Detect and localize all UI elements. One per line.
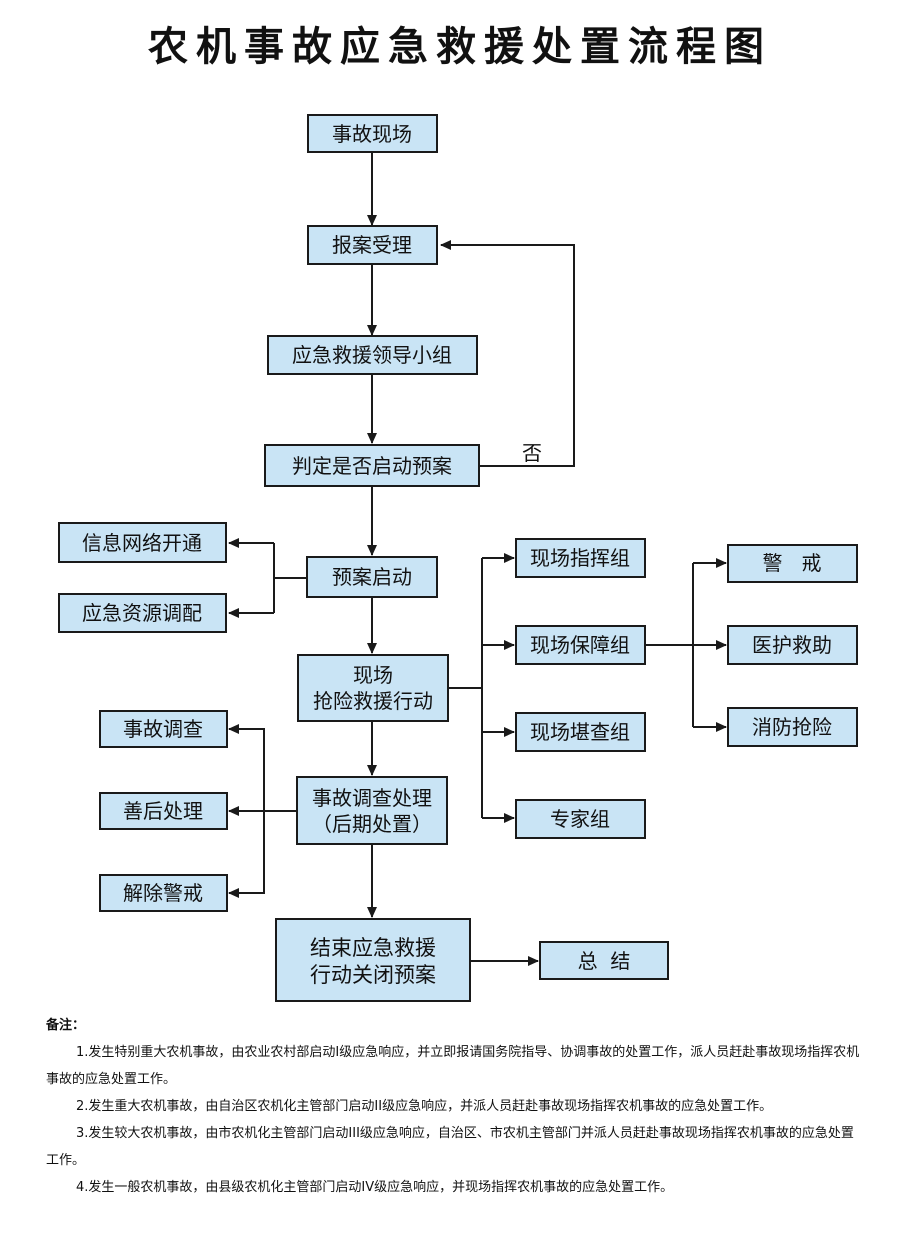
note-item: 2.发生重大农机事故，由自治区农机化主管部门启动II级应急响应，并派人员赶赴事故… bbox=[46, 1093, 866, 1120]
edge-process-investigate bbox=[228, 724, 265, 811]
node-support-label: 现场保障组 bbox=[530, 633, 630, 657]
node-alert[interactable]: 警 戒 bbox=[727, 544, 858, 583]
note-text: 1.发生特别重大农机事故，由农业农村部启动I级应急响应，并立即报请国务院指导、协… bbox=[46, 1045, 860, 1087]
node-aftermath-label: 善后处理 bbox=[123, 799, 203, 823]
node-summary-label: 总 结 bbox=[578, 949, 631, 973]
node-rescue-label-2: 抢险救援行动 bbox=[313, 689, 433, 713]
node-decide-label: 判定是否启动预案 bbox=[292, 454, 452, 478]
node-fire[interactable]: 消防抢险 bbox=[727, 707, 858, 747]
boxes: 事故现场 报案受理 应急救援领导小组 判定是否启动预案 预案启动 信息网络开通 … bbox=[58, 114, 858, 1002]
node-support[interactable]: 现场保障组 bbox=[515, 625, 646, 665]
node-fire-label: 消防抢险 bbox=[752, 715, 832, 739]
node-alert-label: 警 戒 bbox=[762, 551, 821, 575]
note-text: 3.发生较大农机事故，由市农机化主管部门启动III级应急响应，自治区、市农机主管… bbox=[46, 1126, 854, 1168]
node-network[interactable]: 信息网络开通 bbox=[58, 522, 227, 563]
page-title: 农机事故应急救援处置流程图 bbox=[148, 23, 772, 70]
note-item: 3.发生较大农机事故，由市农机化主管部门启动III级应急响应，自治区、市农机主管… bbox=[46, 1120, 866, 1174]
node-process-label-1: 事故调查处理 bbox=[312, 786, 432, 810]
node-expert-label: 专家组 bbox=[550, 807, 610, 831]
node-process-label-2: （后期处置） bbox=[312, 812, 432, 836]
edge-process-lift bbox=[228, 811, 265, 898]
node-investigate-label: 事故调查 bbox=[123, 717, 203, 741]
node-resource-label: 应急资源调配 bbox=[82, 601, 202, 625]
edge-decide-report-no bbox=[440, 240, 575, 467]
node-close-label-1: 结束应急救援 bbox=[310, 936, 436, 960]
node-report[interactable]: 报案受理 bbox=[307, 225, 438, 265]
connectors bbox=[228, 152, 727, 966]
node-leader-label: 应急救援领导小组 bbox=[292, 343, 452, 367]
node-command-label: 现场指挥组 bbox=[530, 546, 630, 570]
node-summary[interactable]: 总 结 bbox=[539, 941, 669, 980]
edge-label-no: 否 bbox=[522, 441, 542, 465]
node-resource[interactable]: 应急资源调配 bbox=[58, 593, 227, 633]
node-start-label: 预案启动 bbox=[332, 565, 412, 589]
node-lift-label: 解除警戒 bbox=[123, 881, 203, 905]
node-investigate[interactable]: 事故调查 bbox=[99, 710, 228, 748]
node-process[interactable]: 事故调查处理 （后期处置） bbox=[296, 776, 448, 845]
node-close[interactable]: 结束应急救援 行动关闭预案 bbox=[275, 918, 471, 1002]
note-text: 2.发生重大农机事故，由自治区农机化主管部门启动II级应急响应，并派人员赶赴事故… bbox=[76, 1099, 773, 1114]
note-item: 1.发生特别重大农机事故，由农业农村部启动I级应急响应，并立即报请国务院指导、协… bbox=[46, 1039, 866, 1093]
node-aftermath[interactable]: 善后处理 bbox=[99, 792, 228, 830]
node-network-label: 信息网络开通 bbox=[82, 531, 202, 555]
node-rescue[interactable]: 现场 抢险救援行动 bbox=[297, 654, 449, 722]
node-decide[interactable]: 判定是否启动预案 bbox=[264, 444, 480, 487]
node-medical-label: 医护救助 bbox=[752, 633, 832, 657]
node-command[interactable]: 现场指挥组 bbox=[515, 538, 646, 578]
node-start[interactable]: 预案启动 bbox=[306, 556, 438, 598]
node-scene[interactable]: 事故现场 bbox=[307, 114, 438, 153]
node-survey-label: 现场堪查组 bbox=[530, 720, 630, 744]
note-text: 4.发生一般农机事故，由县级农机化主管部门启动IV级应急响应，并现场指挥农机事故… bbox=[76, 1180, 674, 1195]
node-survey[interactable]: 现场堪查组 bbox=[515, 712, 646, 752]
node-rescue-label-1: 现场 bbox=[353, 663, 393, 687]
note-item: 4.发生一般农机事故，由县级农机化主管部门启动IV级应急响应，并现场指挥农机事故… bbox=[46, 1174, 866, 1201]
node-report-label: 报案受理 bbox=[332, 233, 412, 257]
node-leader[interactable]: 应急救援领导小组 bbox=[267, 335, 478, 375]
node-expert[interactable]: 专家组 bbox=[515, 799, 646, 839]
notes-label: 备注： bbox=[46, 1018, 86, 1033]
node-scene-label: 事故现场 bbox=[332, 122, 412, 146]
node-close-label-2: 行动关闭预案 bbox=[310, 963, 436, 987]
node-lift[interactable]: 解除警戒 bbox=[99, 874, 228, 912]
flowchart: 否 事故现场 报案受理 应急救援领导小组 判定是否启动预案 预案启动 信息网络开… bbox=[58, 114, 858, 1002]
node-medical[interactable]: 医护救助 bbox=[727, 625, 858, 665]
notes-section: 备注： 1.发生特别重大农机事故，由农业农村部启动I级应急响应，并立即报请国务院… bbox=[46, 1012, 866, 1201]
